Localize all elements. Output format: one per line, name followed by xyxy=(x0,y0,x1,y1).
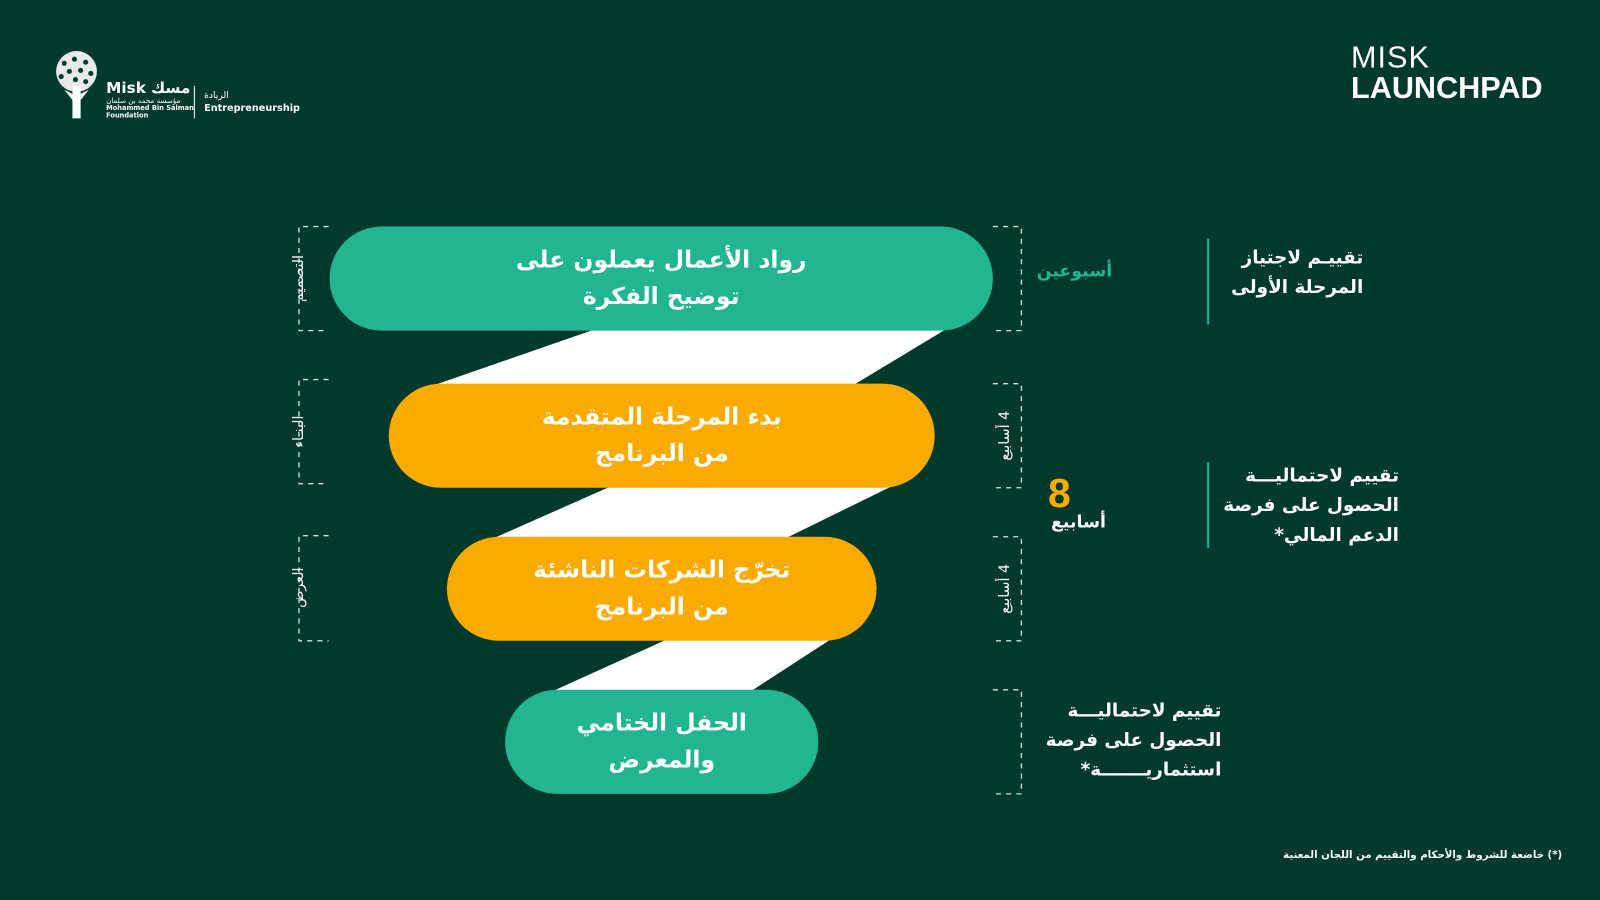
right-bracket-1 xyxy=(992,225,1023,332)
logo-divider xyxy=(193,85,195,119)
stage-3-line-2: من البرنامج xyxy=(594,593,729,621)
evaluation-3-line-2: الحصول على فرصة xyxy=(1045,729,1222,752)
stage-4-line-1: الحفل الختامي xyxy=(576,710,747,737)
evaluation-1-line-1: تقييـم لاجتياز xyxy=(1241,246,1364,269)
evaluation-divider-1 xyxy=(1207,238,1210,325)
logo-foundation-en-1: Mohammed Bin Salman xyxy=(106,104,194,113)
funnel-connector xyxy=(551,638,832,692)
phase-design-label: التصميم xyxy=(290,255,308,303)
stage-2-advanced: بدء المرحلة المتقدمة من البرنامج xyxy=(388,383,935,488)
right-bracket-2 xyxy=(992,383,1023,489)
evaluation-2-line-3: الدعم المالي* xyxy=(1274,524,1399,546)
division-label: الريادة Entrepreneurship xyxy=(204,91,300,116)
stage-4-line-2: والمعرض xyxy=(608,746,716,774)
brand-line-1: MISK xyxy=(1351,40,1430,75)
funnel-connector xyxy=(487,485,893,541)
duration-four-weeks-2: 4 أسابيع xyxy=(996,563,1014,614)
evaluation-3-line-3: استثماريـــــــة* xyxy=(1080,759,1222,781)
logo-misk-ar: مسك xyxy=(151,78,191,97)
left-bracket-demo xyxy=(298,535,329,642)
stage-1-line-1: رواد الأعمال يعملون على xyxy=(515,246,807,274)
misk-logo-text: Misk مسك مؤسسة محمد بن سلمان Mohammed Bi… xyxy=(106,80,194,119)
footnote: (*) خاضعة للشروط والأحكام والتقييم من ال… xyxy=(1283,849,1563,862)
division-ar: الريادة xyxy=(204,90,229,102)
phase-demo-label: العرض xyxy=(290,567,308,608)
evaluation-2-line-1: تقييم لاحتماليـــة xyxy=(1245,465,1399,487)
total-weeks-unit: أسابيع xyxy=(1051,512,1106,533)
stage-3-line-1: تخرّج الشركات الناشئة xyxy=(533,557,791,584)
right-bracket-4 xyxy=(992,689,1023,795)
left-bracket-design xyxy=(298,225,329,332)
evaluation-2-line-2: الحصول على فرصة xyxy=(1223,494,1399,517)
evaluation-1: تقييـم لاجتياز المرحلة الأولى xyxy=(1231,243,1363,302)
evaluation-3: تقييم لاحتماليـــة الحصول على فرصة استثم… xyxy=(1046,696,1222,785)
division-en: Entrepreneurship xyxy=(204,102,300,114)
duration-four-weeks-1: 4 أسابيع xyxy=(996,410,1014,461)
phase-build-label: البنـاء xyxy=(290,415,308,448)
logo-foundation-ar: مؤسسة محمد بن سلمان xyxy=(106,96,181,106)
funnel-connector xyxy=(426,328,947,388)
evaluation-divider-2 xyxy=(1207,462,1210,548)
evaluation-3-line-1: تقييم لاحتماليـــة xyxy=(1067,699,1222,722)
evaluation-1-line-2: المرحلة الأولى xyxy=(1231,276,1364,298)
stage-4-demo-day: الحفل الختامي والمعرض xyxy=(505,689,819,794)
evaluation-2: تقييم لاحتماليـــة الحصول على فرصة الدعم… xyxy=(1223,461,1399,550)
total-weeks-number: 8 xyxy=(1047,471,1071,517)
stage-1-line-2: توضيح الفكرة xyxy=(582,283,740,311)
stage-2-line-2: من البرنامج xyxy=(594,440,729,468)
stage-2-line-1: بدء المرحلة المتقدمة xyxy=(541,404,782,431)
misk-tree-logo-icon xyxy=(49,49,104,125)
logo-misk-en: Misk xyxy=(106,78,146,97)
stage-1-idea: رواد الأعمال يعملون على توضيح الفكرة xyxy=(329,226,993,331)
brand-line-2: LAUNCHPAD xyxy=(1351,71,1543,106)
stage-3-graduation: تخرّج الشركات الناشئة من البرنامج xyxy=(446,536,877,641)
misk-launchpad-logo: MISK LAUNCHPAD xyxy=(1351,40,1543,106)
logo-foundation-en-2: Foundation xyxy=(106,110,149,119)
duration-two-weeks: أسبوعين xyxy=(1036,261,1113,282)
right-bracket-3 xyxy=(992,536,1023,642)
